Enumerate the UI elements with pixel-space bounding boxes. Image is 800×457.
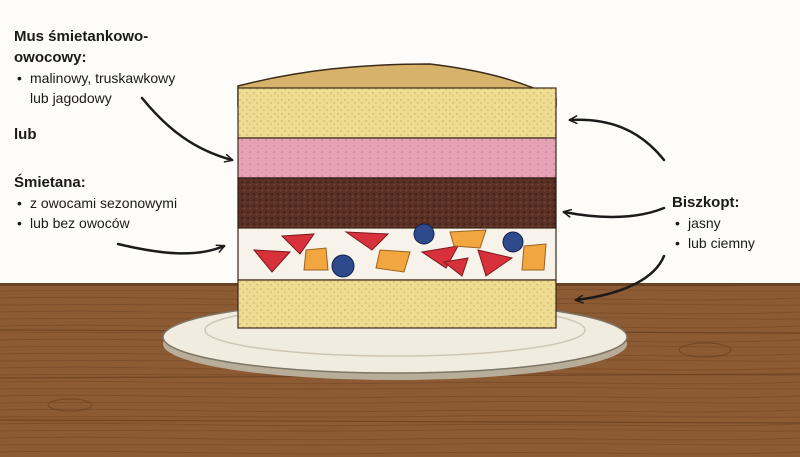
arrow-mousse — [140, 96, 234, 163]
layer-mousse — [237, 137, 557, 179]
layer-cream-with-fruit — [237, 223, 557, 281]
label-or-text: lub — [14, 126, 37, 143]
label-sponge: Biszkopt: jasny lub ciemny — [672, 192, 755, 253]
label-mousse-heading-line1: Mus śmietankowo- — [14, 28, 149, 45]
label-cream-item: z owocami sezonowymi — [14, 193, 177, 213]
label-sponge-list: jasny lub ciemny — [672, 213, 755, 253]
arrow-sponge-bottom — [574, 254, 666, 304]
label-cream-item: lub bez owoców — [14, 213, 177, 233]
label-sponge-item: jasny — [672, 213, 755, 233]
label-or: lub — [14, 124, 37, 145]
arrow-cream — [116, 242, 226, 255]
cake-slice — [237, 63, 557, 329]
label-cream-heading: Śmietana: — [14, 174, 86, 191]
arrow-sponge-top — [568, 115, 666, 162]
label-mousse-heading-line2: owocowy: — [14, 49, 87, 66]
label-mousse: Mus śmietankowo- owocowy: malinowy, trus… — [14, 26, 175, 108]
label-mousse-list: malinowy, truskawkowy lub jagodowy — [14, 68, 175, 108]
label-sponge-item: lub ciemny — [672, 233, 755, 253]
layer-light-sponge-top — [237, 87, 557, 139]
label-cream-list: z owocami sezonowymi lub bez owoców — [14, 193, 177, 233]
layer-light-sponge-bottom — [237, 279, 557, 329]
label-sponge-heading: Biszkopt: — [672, 194, 740, 211]
label-mousse-item-continued: lub jagodowy — [30, 90, 112, 106]
label-cream: Śmietana: z owocami sezonowymi lub bez o… — [14, 172, 177, 233]
arrows — [116, 96, 666, 304]
label-mousse-item: malinowy, truskawkowy — [14, 68, 175, 88]
layer-dark-sponge — [237, 177, 557, 229]
arrow-dark-sponge — [562, 206, 666, 219]
